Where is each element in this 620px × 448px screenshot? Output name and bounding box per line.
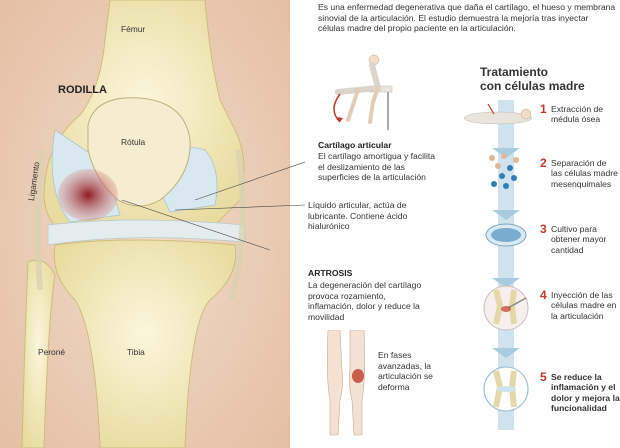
tibia-bone [53, 239, 237, 448]
step-3-text: Cultivo para obtener mayor cantidad [551, 224, 607, 255]
step2-cells-icon [489, 153, 519, 189]
step-5-number: 5 [540, 370, 547, 384]
meniscus [47, 219, 246, 246]
step-4-number: 4 [540, 288, 547, 302]
ligament-right [229, 149, 246, 301]
knee-illustration [0, 0, 305, 448]
person-exercise-illustration [333, 54, 393, 130]
legs-illustration [327, 330, 365, 436]
ligament-left [34, 149, 45, 291]
artrosis-text: La degeneración del cartílago provoca ro… [308, 280, 422, 322]
cartilago-title: Cartílago articular [318, 140, 392, 150]
fases-text: En fases avanzadas, la articulación se d… [378, 350, 433, 392]
step-3-number: 3 [540, 222, 547, 236]
fibula-bone [21, 259, 56, 448]
step4-injection-icon [483, 285, 529, 331]
intro-text: Es una enfermedad degenerativa que daña … [318, 2, 616, 34]
tibia-label: Tibia [127, 347, 145, 357]
rotula-label: Rótula [121, 137, 146, 147]
cartilago-text: El cartílago amortigua y facilita el des… [318, 151, 436, 183]
artrosis-title: ARTROSIS [308, 268, 353, 278]
step-4-text: Inyección de las células madre en la art… [551, 290, 617, 321]
step-1-text: Extracción de médula ósea [551, 104, 604, 125]
step3-culture-icon [485, 223, 527, 247]
perone-label: Peroné [38, 347, 66, 357]
treatment-title-line1: Tratamiento [480, 65, 549, 79]
step-5-text: Se reduce la inflamación y el dolor y me… [551, 372, 620, 414]
treatment-arrow [492, 100, 520, 430]
step-2-number: 2 [540, 156, 547, 170]
treatment-title-line2: con células madre [480, 79, 585, 93]
damaged-cartilage [58, 169, 118, 221]
step-1-number: 1 [540, 102, 547, 116]
step-2-text: Separación de las células madre mesenqui… [551, 158, 618, 189]
femur-label: Fémur [121, 24, 146, 34]
knee-title: RODILLA [58, 84, 107, 96]
step1-extraction-icon [463, 103, 533, 125]
step5-healthy-knee-icon [483, 366, 529, 412]
liquido-text: Líquido articular, actúa de lubricante. … [308, 200, 408, 232]
